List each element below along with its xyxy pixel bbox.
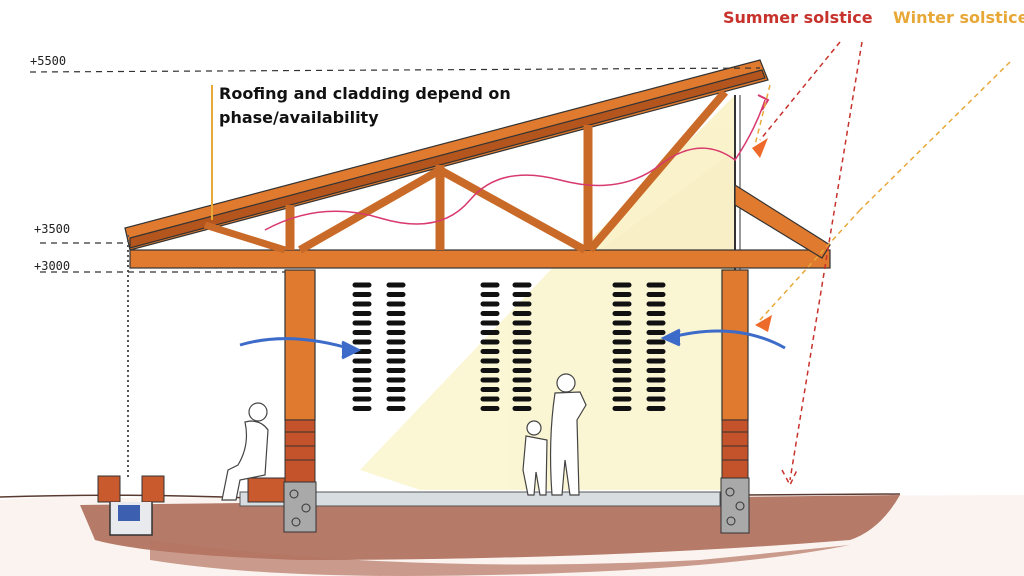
roof-note-line-1: Roofing and cladding depend on (219, 84, 511, 103)
roof-note: Roofing and cladding depend on phase/ava… (219, 82, 511, 130)
vent-slats (352, 282, 666, 411)
people-silhouettes (221, 373, 587, 501)
summer-sun-rays (759, 41, 863, 487)
level-beam: +3000 (34, 259, 71, 273)
bench (247, 477, 289, 503)
summer-solstice-label: Summer solstice (723, 8, 873, 27)
level-eave: +3500 (34, 222, 71, 236)
left-column (283, 269, 317, 533)
sun-arrowheads (752, 138, 772, 332)
roof-note-line-2: phase/availability (219, 108, 379, 127)
winter-solstice-label: Winter solstice (893, 8, 1024, 27)
level-top: +5500 (30, 54, 67, 68)
right-column (720, 95, 750, 534)
hot-air-path (264, 99, 766, 231)
floor-slab (239, 491, 721, 507)
cross-ventilation-arrows (239, 328, 786, 360)
drain-channel (97, 475, 165, 536)
winter-sun-rays (754, 61, 1011, 321)
roof-truss (124, 59, 831, 269)
level-markers (29, 67, 761, 273)
